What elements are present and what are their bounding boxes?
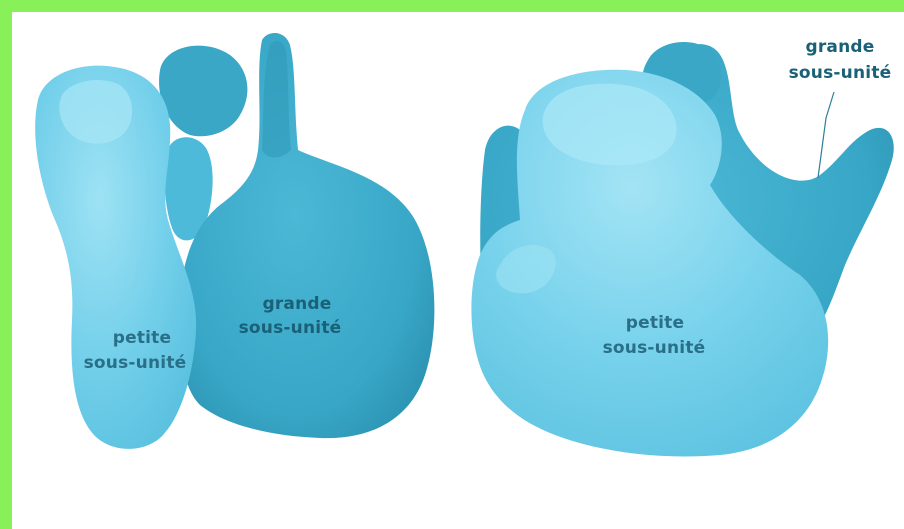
left-large-subunit-label-line2: sous-unité xyxy=(239,318,342,338)
left-small-subunit-label-line2: sous-unité xyxy=(84,353,187,373)
right-large-subunit-label-line1: grande xyxy=(805,37,874,57)
right-ribosome: grande sous-unité petite sous-unité xyxy=(471,37,893,456)
right-large-subunit-label-line2: sous-unité xyxy=(789,63,892,83)
right-small-subunit-label-line1: petite xyxy=(626,313,685,333)
right-small-subunit-label-line2: sous-unité xyxy=(603,338,706,358)
left-ribosome: grande sous-unité petite sous-unité xyxy=(35,33,434,449)
left-large-subunit-back-lobe xyxy=(159,46,247,137)
left-small-subunit-label-line1: petite xyxy=(113,328,172,348)
left-large-subunit-label-line1: grande xyxy=(262,294,331,314)
